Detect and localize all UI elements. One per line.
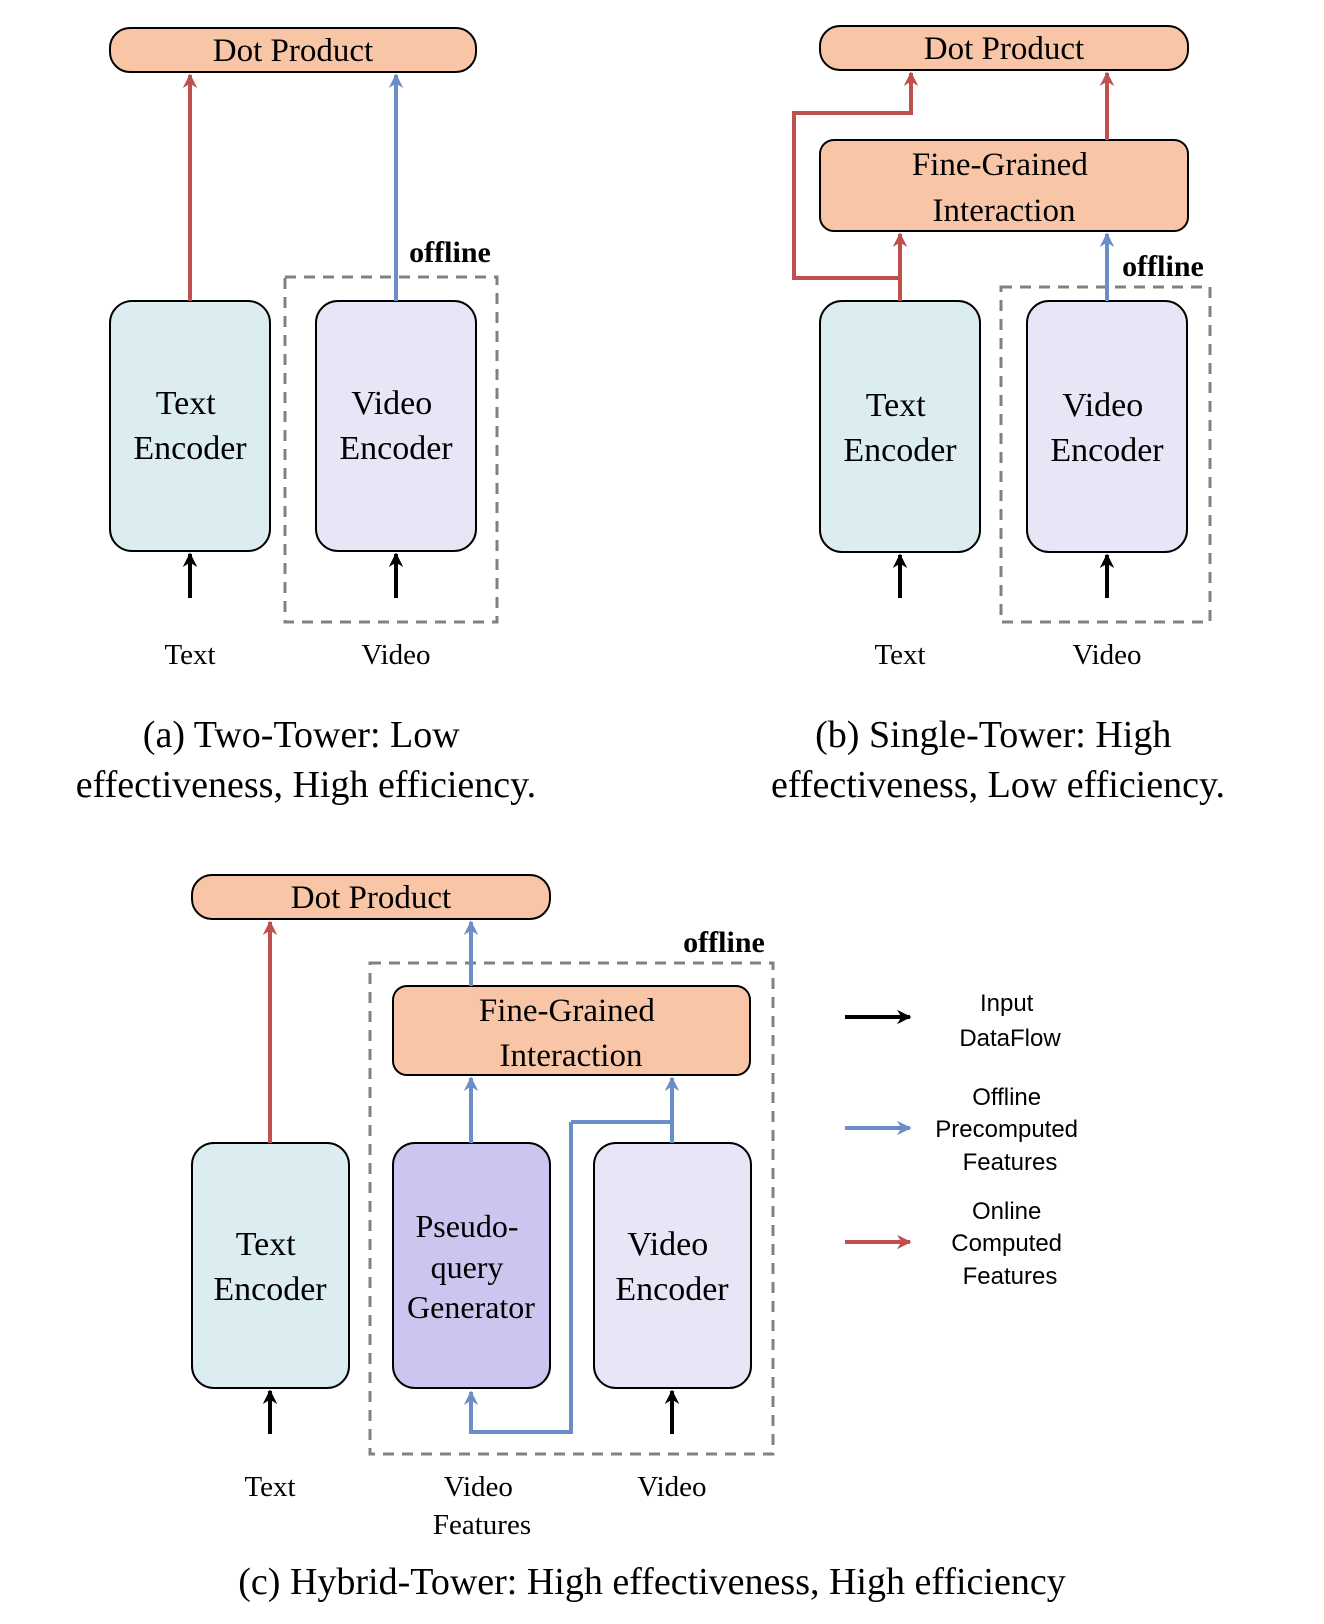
panel-c-pseudo-query-label: Pseudo- query Generator [407,1208,535,1325]
panel-c-caption: (c) Hybrid-Tower: High effectiveness, Hi… [238,1561,1065,1603]
panel-c-video-encoder-box [593,1142,752,1389]
panel-c-text-encoder-box [191,1142,350,1389]
panel-b-online-skip-arrow [792,71,919,280]
panel-c-input-video-features: Video Features [433,1471,531,1541]
panel-a-dot-product-box [109,27,477,73]
panel-b-video-encoder-label: Video Encoder [1050,387,1164,469]
panel-c-text-encoder-label: Text Encoder [213,1226,327,1308]
panel-b-fine-grained-box [819,139,1189,232]
panel-a-two-tower: offline Dot Product Text Encoder Video E… [76,27,536,806]
panel-a-offline-region [283,275,499,624]
legend-offline-label: Offline Precomputed Features [935,1084,1084,1176]
panel-a-offline-label: offline [409,236,491,269]
panel-b-dot-product-label: Dot Product [924,31,1084,67]
legend-input-label: Input DataFlow [959,990,1061,1052]
panel-b-text-encoder-label: Text Encoder [843,387,957,469]
legend: Input DataFlow Offline Precomputed Featu… [845,990,1084,1290]
panel-a-caption: (a) Two-Tower: Low effectiveness, High e… [76,714,536,806]
panel-c-input-text: Text [244,1471,295,1503]
panel-a-video-encoder-label: Video Encoder [339,385,453,467]
panel-b-input-video: Video [1072,639,1141,671]
legend-online-label: Online Computed Features [951,1198,1068,1290]
panel-c-dot-product-box [191,874,551,920]
panel-a-text-encoder-label: Text Encoder [133,385,247,467]
panel-c-video-features-arrow [463,1122,573,1434]
panel-c-fine-grained-box [392,985,751,1076]
panel-a-text-encoder-box [109,300,271,552]
panel-c-video-encoder-label: Video Encoder [615,1226,729,1308]
panel-c-dot-product-label: Dot Product [291,880,451,916]
panel-c-hybrid-tower: offline Dot Product Fine-Grained Interac… [191,874,1066,1603]
panel-b-dot-product-box [819,25,1189,71]
panel-b-text-encoder-box [819,300,981,553]
panel-b-single-tower: offline Dot Product Fine-Grained Interac… [771,25,1225,806]
panel-c-offline-region [368,961,775,1456]
panel-c-offline-label: offline [683,926,765,959]
panel-b-video-encoder-box [1026,300,1188,553]
panel-c-fine-grained-label: Fine-Grained Interaction [479,993,663,1074]
panel-a-input-video: Video [361,639,430,671]
panel-a-input-text: Text [164,639,215,671]
panel-a-video-encoder-box [315,300,477,552]
panel-b-input-text: Text [874,639,925,671]
panel-b-fine-grained-label: Fine-Grained Interaction [912,147,1096,229]
panel-b-offline-label: offline [1122,250,1204,283]
panel-c-input-video: Video [637,1471,706,1503]
panel-a-dot-product-label: Dot Product [213,33,373,69]
panel-b-caption: (b) Single-Tower: High effectiveness, Lo… [771,714,1225,806]
